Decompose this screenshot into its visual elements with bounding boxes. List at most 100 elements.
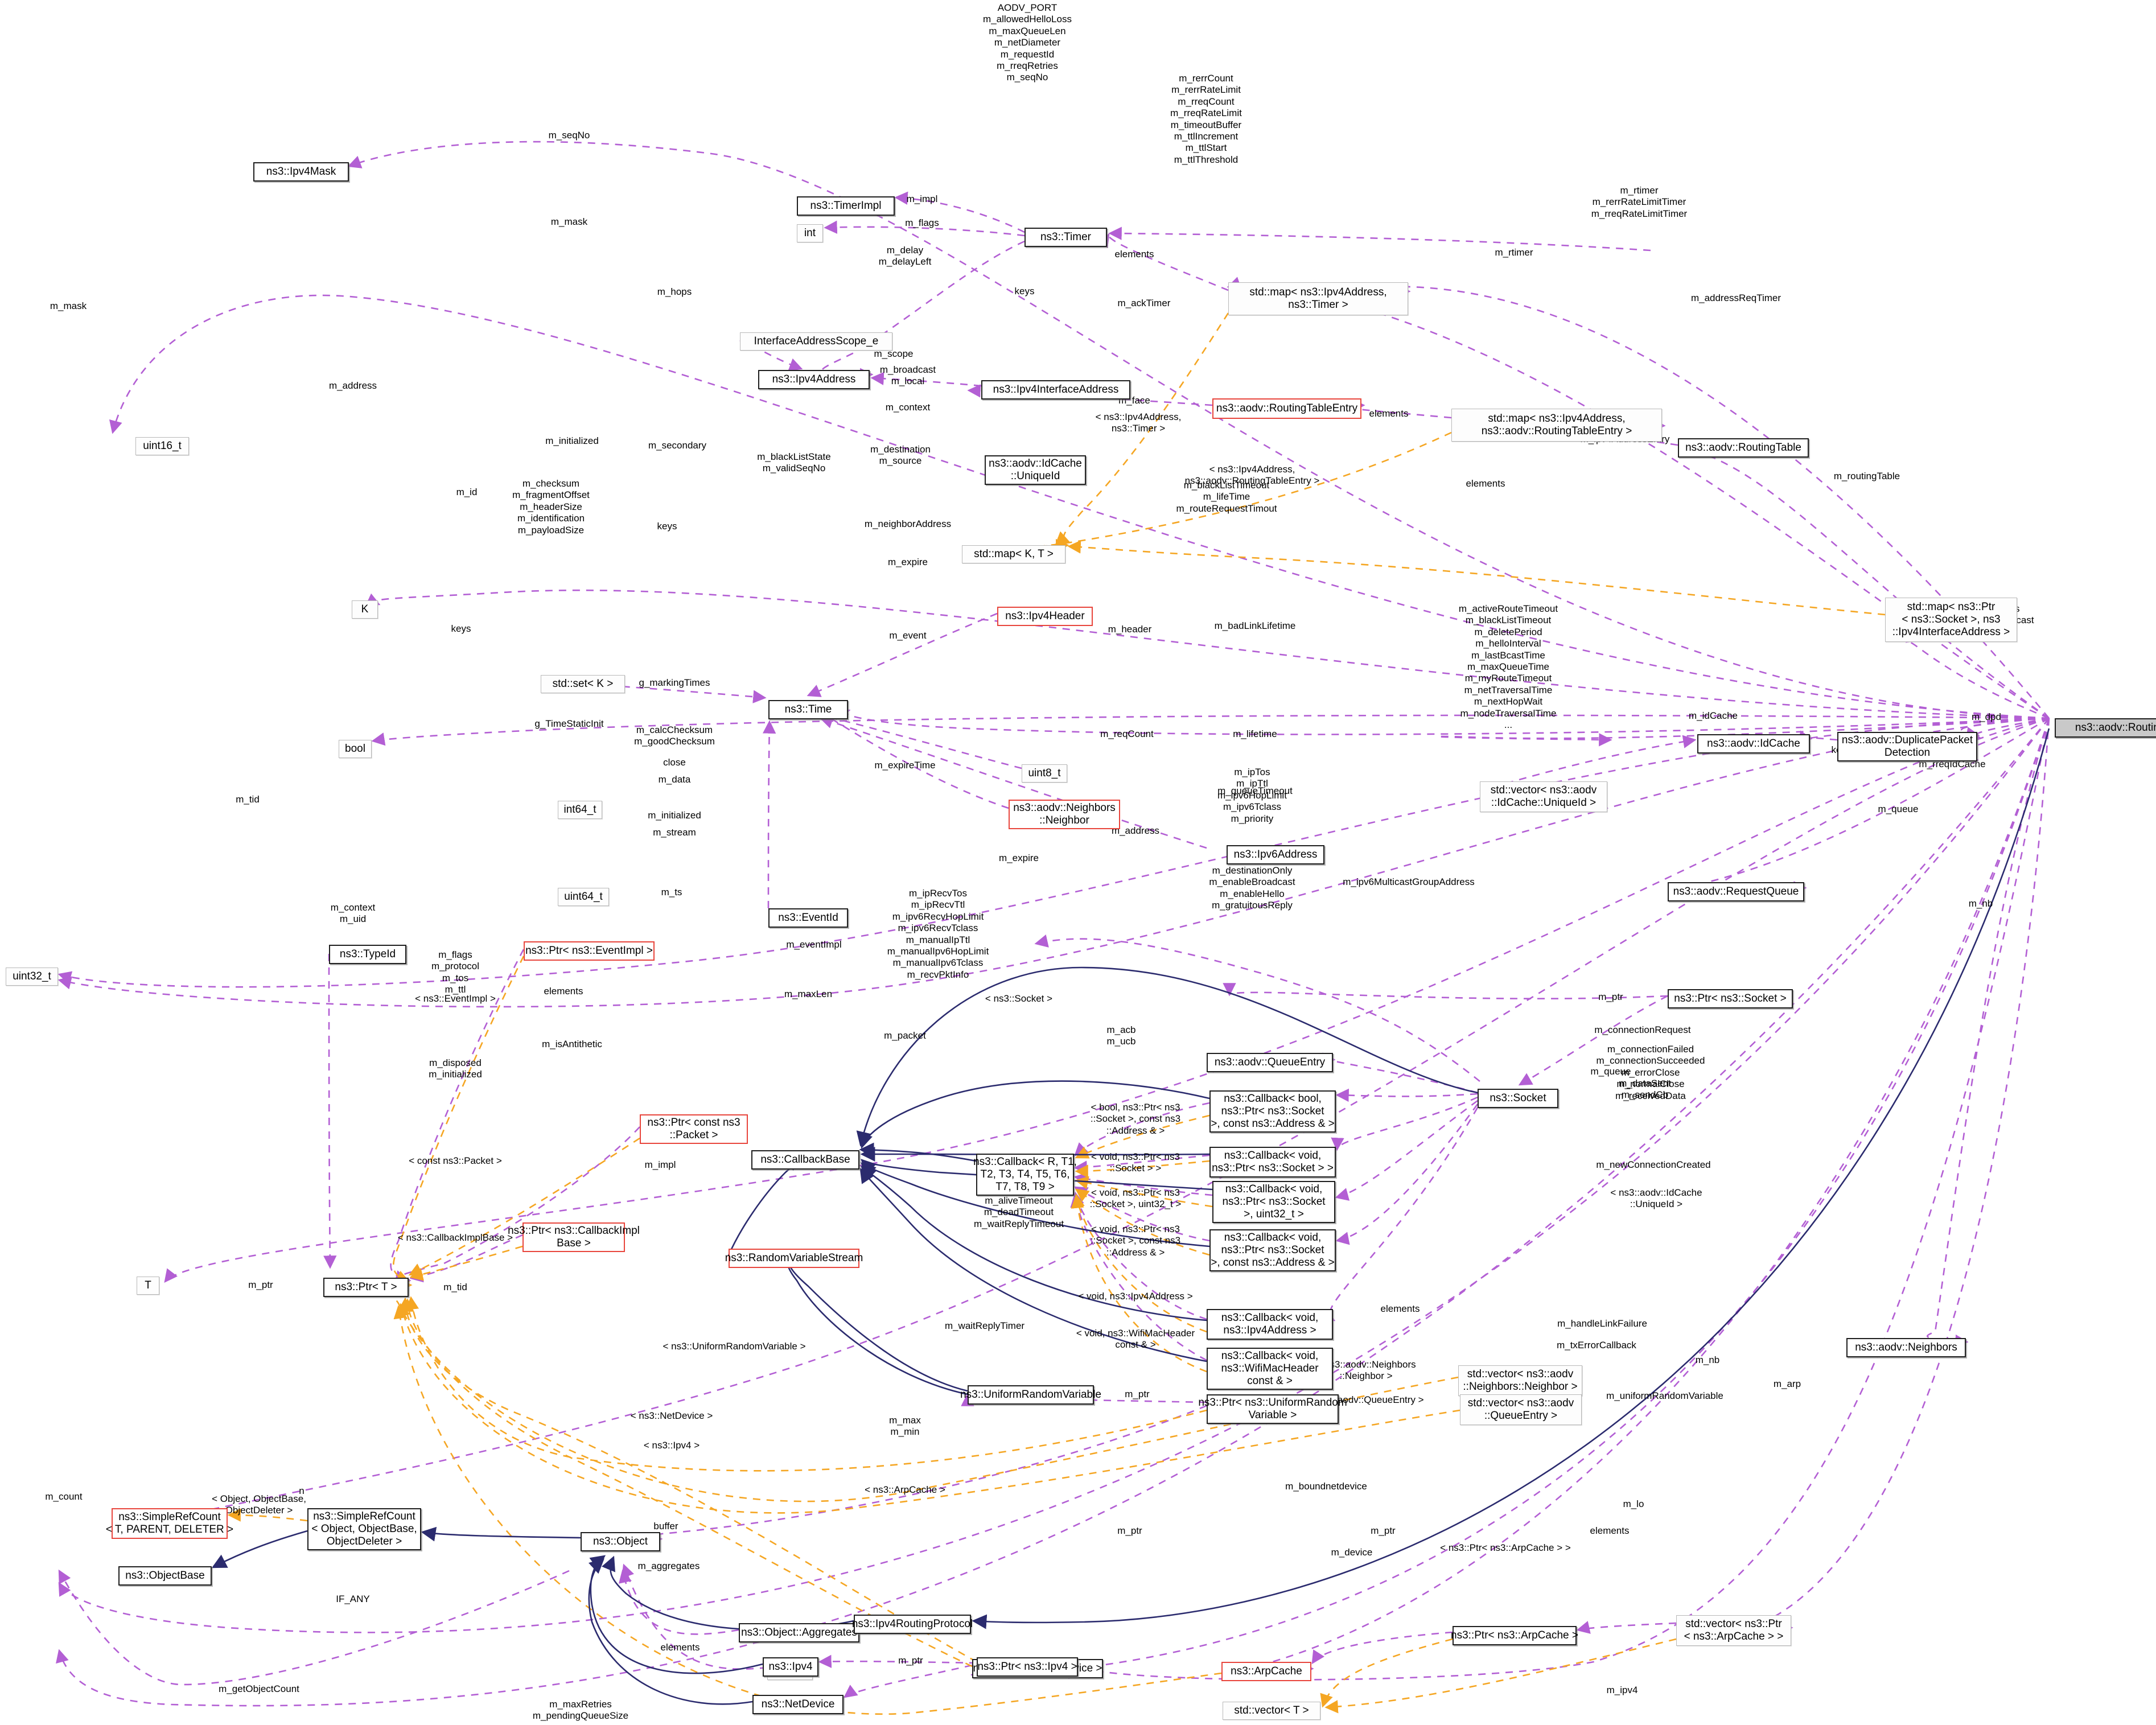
class-node[interactable]: uint64_t: [558, 888, 609, 906]
class-node[interactable]: std::map< K, T >: [962, 545, 1065, 563]
edge-label: < void, ns3::Ptr< ns3 ::Socket >, uint32…: [1089, 1187, 1182, 1210]
class-node[interactable]: ns3::Ptr< ns3::EventImpl >: [524, 941, 655, 961]
edge-label: < ns3::Ipv4 >: [643, 1440, 700, 1451]
edge-label: < ns3::Socket >: [985, 993, 1053, 1004]
class-node[interactable]: uint32_t: [6, 968, 58, 986]
class-node[interactable]: ns3::Ptr< ns3::UniformRandom Variable >: [1198, 1394, 1347, 1425]
class-node[interactable]: ns3::EventId: [768, 908, 848, 928]
class-node[interactable]: std::vector< ns3::Ptr < ns3::ArpCache > …: [1676, 1615, 1791, 1646]
edge-label: m_ptr: [1371, 1525, 1396, 1536]
edge-label: < ns3::Ipv4Address, ns3::Timer >: [1095, 411, 1182, 434]
class-node[interactable]: ns3::TimerImpl: [797, 196, 895, 216]
class-node[interactable]: std::vector< ns3::aodv ::QueueEntry >: [1460, 1394, 1582, 1425]
class-node[interactable]: ns3::Timer: [1024, 228, 1107, 247]
class-node[interactable]: ns3::CallbackBase: [751, 1150, 859, 1170]
class-node[interactable]: ns3::aodv::DuplicatePacket Detection: [1837, 732, 1977, 762]
class-node[interactable]: ns3::Object::Aggregates: [739, 1623, 859, 1642]
class-node[interactable]: ns3::aodv::IdCache ::UniqueId: [985, 455, 1086, 485]
edge-label: m_queue: [1878, 804, 1919, 814]
edge-label: m_dpd: [1972, 711, 2001, 722]
class-node[interactable]: ns3::Time: [768, 700, 848, 719]
class-node[interactable]: ns3::Ipv4RoutingProtocol: [852, 1615, 973, 1634]
class-node[interactable]: std::vector< ns3::aodv ::IdCache::Unique…: [1480, 781, 1607, 812]
edge-label: m_id: [456, 487, 478, 497]
edge-label: m_uniformRandomVariable: [1606, 1390, 1723, 1401]
edge-label: elements: [1380, 1303, 1420, 1314]
class-node[interactable]: uint16_t: [135, 437, 189, 455]
class-node[interactable]: ns3::aodv::RequestQueue: [1668, 882, 1804, 901]
class-node[interactable]: ns3::RandomVariableStream: [725, 1249, 863, 1268]
class-node[interactable]: ns3::NetDevice: [752, 1695, 844, 1714]
edge-label: m_newConnectionCreated: [1596, 1159, 1711, 1170]
class-node[interactable]: ns3::Ipv4InterfaceAddress: [981, 380, 1130, 400]
edge-label: < ns3::Ptr< ns3::ArpCache > >: [1440, 1542, 1571, 1553]
class-node[interactable]: ns3::aodv::Neighbors ::Neighbor: [1009, 800, 1120, 830]
edge-label: m_rtimer: [1495, 247, 1533, 258]
edge-label: m_neighborAddress: [864, 518, 952, 529]
class-node[interactable]: uint8_t: [1022, 764, 1067, 783]
class-node[interactable]: std::map< ns3::Ipv4Address, ns3::Timer >: [1228, 282, 1408, 315]
class-node[interactable]: bool: [339, 740, 372, 758]
edge-label: g_TimeStaticInit: [534, 718, 604, 729]
class-node[interactable]: ns3::aodv::RoutingTable: [1678, 438, 1809, 458]
class-node[interactable]: ns3::aodv::RoutingTableEntry: [1212, 398, 1361, 419]
class-node[interactable]: ns3::Callback< void, ns3::Ptr< ns3::Sock…: [1212, 1181, 1335, 1224]
edge-label: g_markingTimes: [639, 677, 710, 688]
class-node[interactable]: ns3::TypeId: [329, 945, 406, 964]
class-node[interactable]: T: [137, 1277, 159, 1295]
edge-label: m_destination m_source: [870, 444, 931, 467]
class-node[interactable]: ns3::ObjectBase: [118, 1566, 212, 1586]
class-node[interactable]: ns3::SimpleRefCount < Object, ObjectBase…: [307, 1508, 421, 1551]
class-node[interactable]: ns3::aodv::Neighbors: [1846, 1338, 1966, 1357]
edge-label: elements: [544, 986, 583, 997]
class-node[interactable]: ns3::Callback< void, ns3::Ptr< ns3::Sock…: [1209, 1147, 1336, 1178]
edge-label: m_device: [1331, 1547, 1373, 1558]
class-node[interactable]: ns3::Ipv4: [763, 1657, 818, 1677]
class-node[interactable]: ns3::Callback< void, ns3::Ipv4Address >: [1207, 1309, 1333, 1340]
edge-label: m_badLinkLifetime: [1214, 620, 1296, 631]
class-node[interactable]: int: [797, 224, 823, 242]
class-node[interactable]: K: [352, 600, 378, 619]
class-node[interactable]: ns3::Ptr< ns3::ArpCache >: [1451, 1626, 1578, 1645]
edge-label: m_ipv6MulticastGroupAddress: [1343, 876, 1475, 887]
class-node[interactable]: ns3::Ptr< const ns3 ::Packet >: [640, 1114, 748, 1144]
class-node[interactable]: std::vector< ns3::aodv ::Neighbors::Neig…: [1458, 1365, 1582, 1396]
class-node[interactable]: ns3::Callback< void, ns3::Ptr< ns3::Sock…: [1209, 1229, 1336, 1272]
class-node[interactable]: std::map< ns3::Ptr < ns3::Socket >, ns3 …: [1885, 598, 2017, 642]
class-node[interactable]: ns3::aodv::IdCache: [1697, 734, 1810, 754]
class-node[interactable]: ns3::UniformRandomVariable: [960, 1385, 1101, 1405]
edge-label: m_ptr: [898, 1655, 923, 1666]
class-node[interactable]: ns3::Ptr< ns3::Socket >: [1668, 989, 1793, 1008]
edge-label: m_boundnetdevice: [1285, 1481, 1367, 1492]
class-node[interactable]: ns3::Ptr< ns3::Ipv4 >: [977, 1657, 1078, 1677]
class-node[interactable]: ns3::SimpleRefCount < T, PARENT, DELETER…: [106, 1508, 233, 1539]
class-node[interactable]: ns3::Callback< R, T1, T2, T3, T4, T5, T6…: [973, 1154, 1077, 1196]
class-node[interactable]: ns3::Ipv4Address: [758, 370, 870, 389]
edge-label: < void, ns3::Ptr< ns3 ::Socket >, const …: [1090, 1224, 1181, 1258]
edge-label: m_addressReqTimer: [1690, 293, 1781, 303]
class-node[interactable]: ns3::Ipv4Mask: [253, 162, 349, 182]
class-node[interactable]: InterfaceAddressScope_e: [740, 332, 892, 351]
edge-label: m_header: [1108, 624, 1152, 635]
edge-label: m_activeRouteTimeout m_blackListTimeout …: [1458, 603, 1558, 730]
class-node[interactable]: ns3::Ipv6Address: [1227, 845, 1324, 864]
edge-label: AODV_PORT m_allowedHelloLoss m_maxQueueL…: [983, 2, 1072, 83]
class-node[interactable]: ns3::Ptr< T >: [323, 1278, 409, 1297]
class-node[interactable]: ns3::aodv::QueueEntry: [1207, 1053, 1333, 1072]
class-node[interactable]: std::set< K >: [541, 675, 625, 693]
class-node[interactable]: ns3::Callback< bool, ns3::Ptr< ns3::Sock…: [1209, 1090, 1336, 1133]
class-node[interactable]: ns3::aodv::RoutingProtocol: [2055, 718, 2156, 738]
edge-label: m_checksum m_fragmentOffset m_headerSize…: [512, 478, 590, 536]
class-node[interactable]: ns3::Callback< void, ns3::WifiMacHeader …: [1207, 1348, 1333, 1390]
class-node[interactable]: std::map< ns3::Ipv4Address, ns3::aodv::R…: [1451, 409, 1662, 442]
class-node[interactable]: ns3::Ptr< ns3::CallbackImpl Base >: [508, 1222, 640, 1253]
edge-label: m_aggregates: [637, 1561, 700, 1571]
class-node[interactable]: ns3::Object: [581, 1532, 660, 1551]
edge-label: m_mask: [550, 216, 588, 227]
edge-label: < void, ns3::Ptr< ns3 ::Socket > >: [1091, 1151, 1180, 1174]
class-node[interactable]: int64_t: [558, 801, 602, 819]
class-node[interactable]: std::vector< T >: [1223, 1702, 1320, 1720]
class-node[interactable]: ns3::Socket: [1478, 1089, 1558, 1108]
class-node[interactable]: ns3::Ipv4Header: [997, 607, 1093, 626]
class-node[interactable]: ns3::ArpCache: [1221, 1662, 1311, 1681]
